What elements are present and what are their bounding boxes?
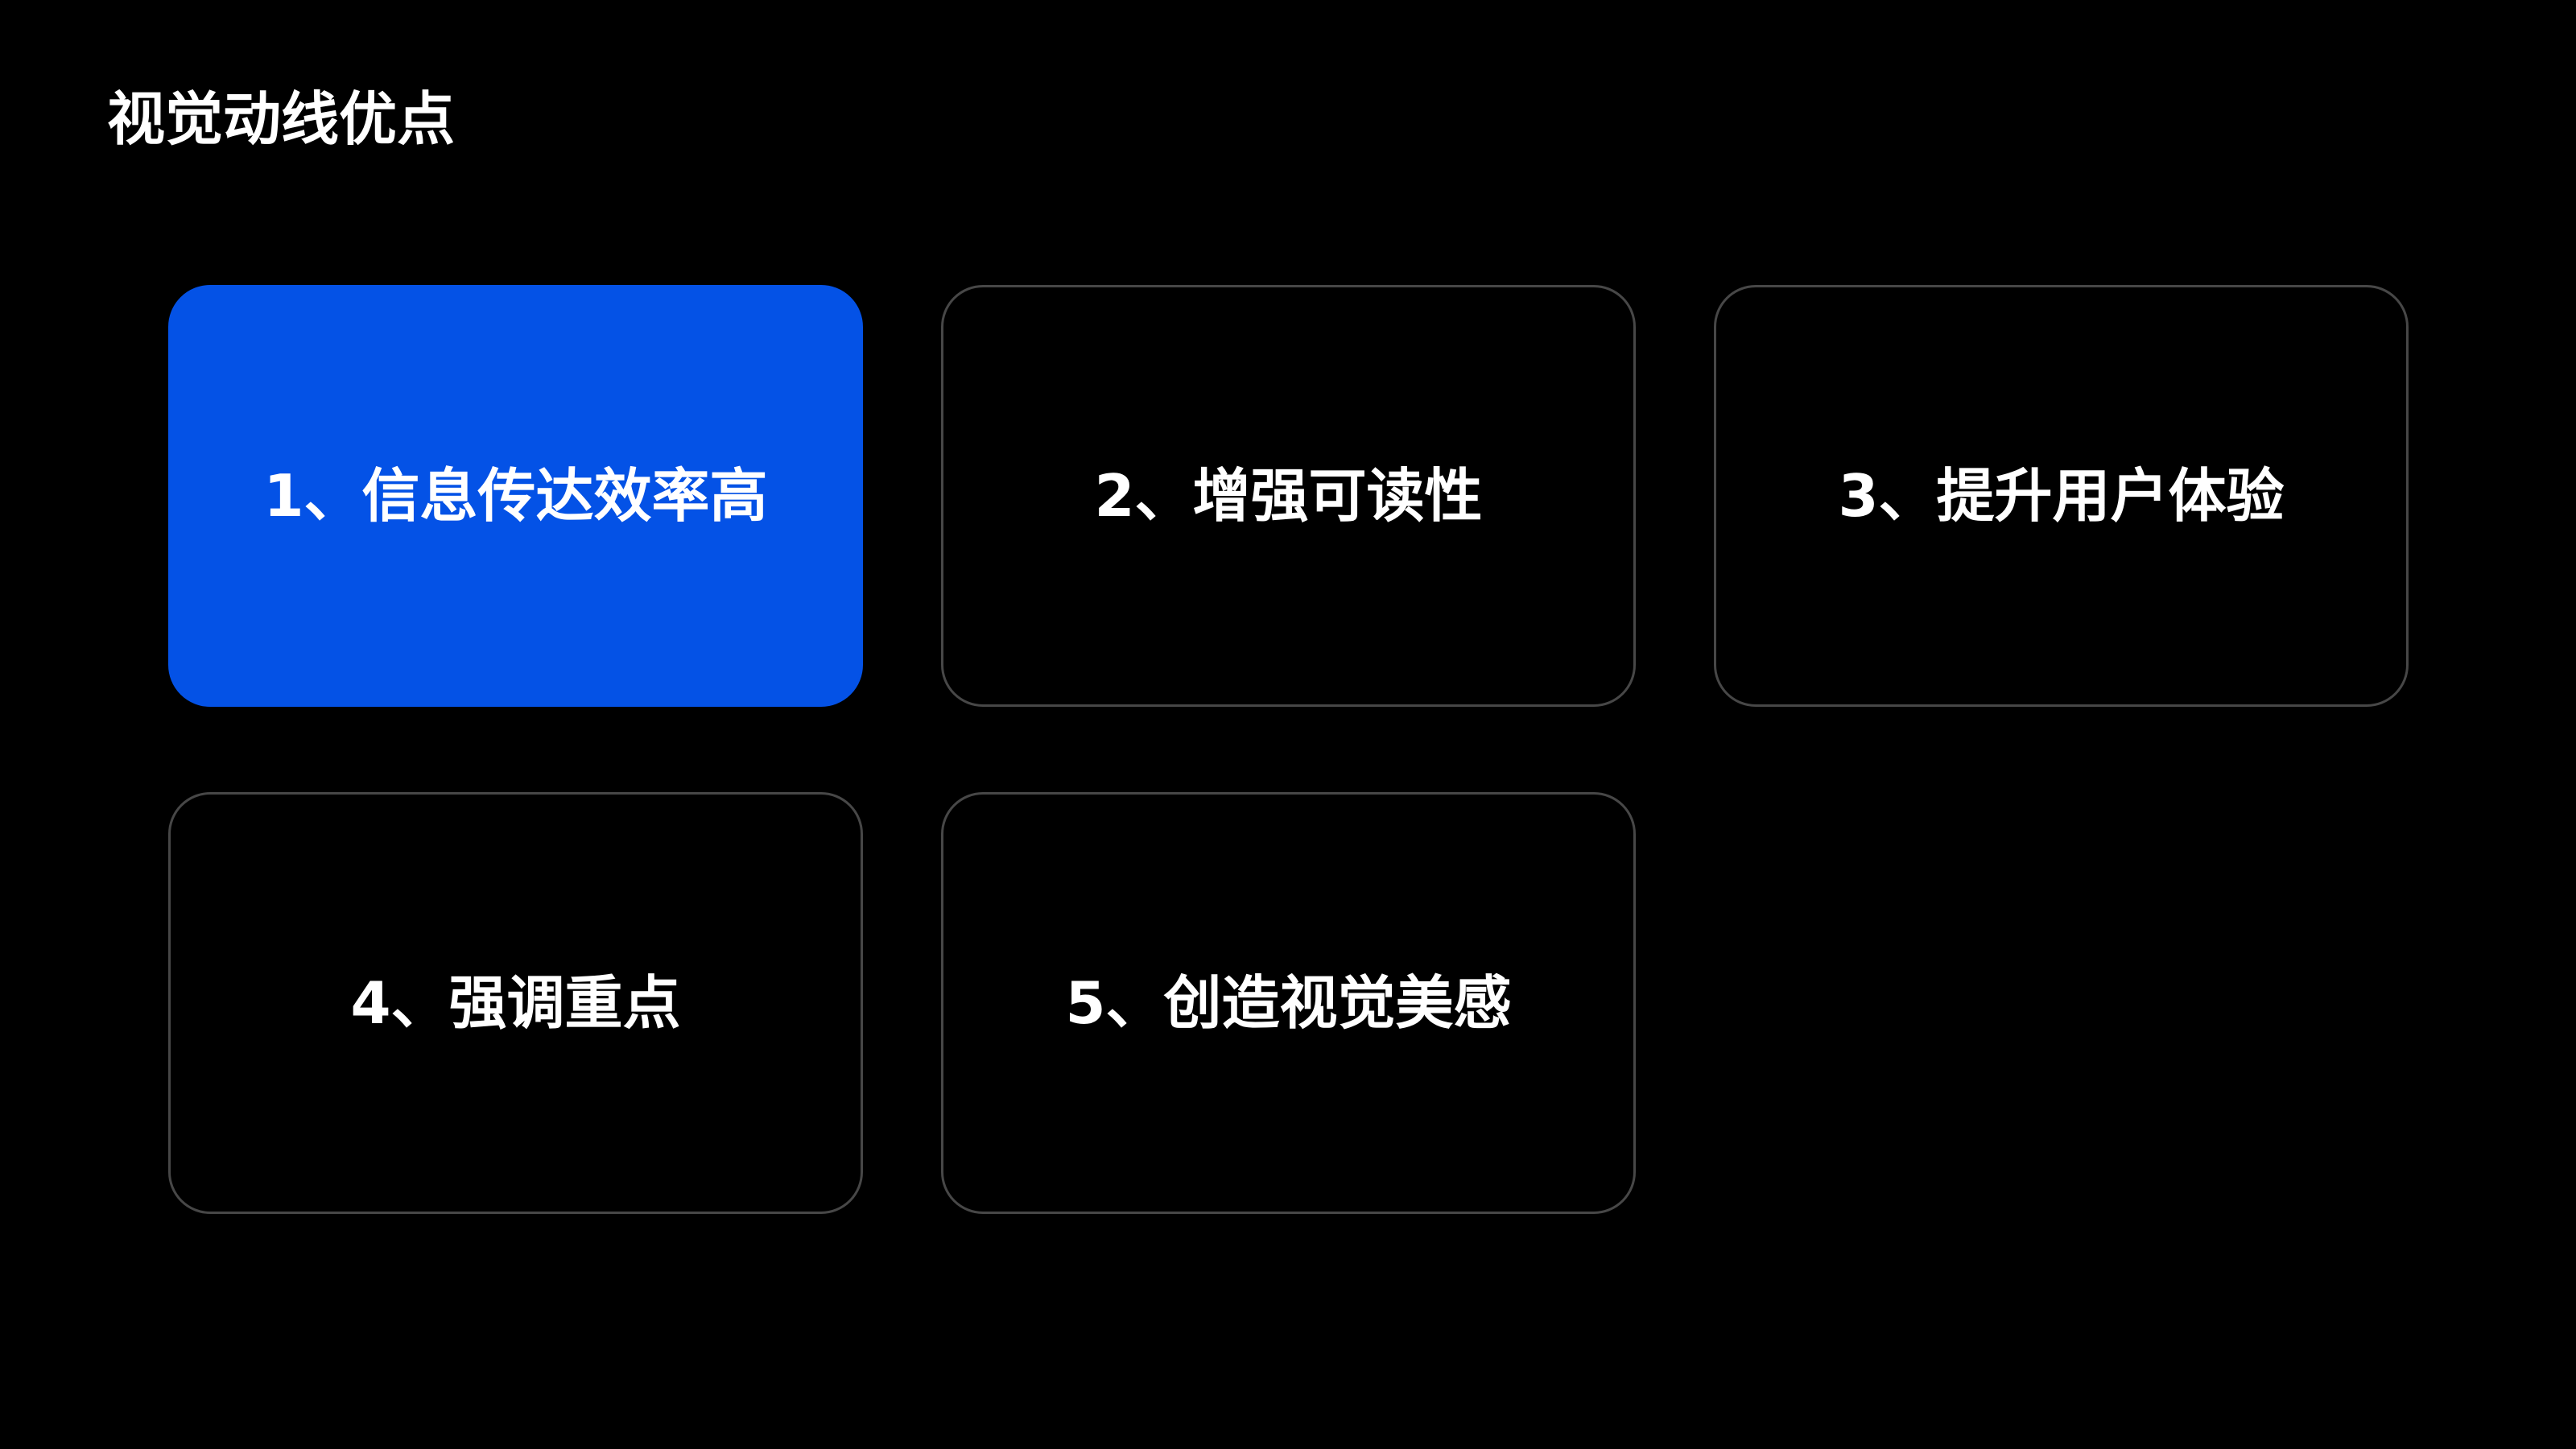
page-title: 视觉动线优点 xyxy=(107,85,456,153)
card-visual-beauty[interactable]: 5、创造视觉美感 xyxy=(941,792,1636,1214)
card-user-experience[interactable]: 3、提升用户体验 xyxy=(1714,285,2409,707)
card-label: 3、提升用户体验 xyxy=(1838,462,2285,530)
card-label: 1、信息传达效率高 xyxy=(263,462,768,530)
card-readability[interactable]: 2、增强可读性 xyxy=(941,285,1636,707)
card-label: 4、强调重点 xyxy=(350,969,681,1037)
card-label: 5、创造视觉美感 xyxy=(1065,969,1512,1037)
card-label: 2、增强可读性 xyxy=(1094,462,1483,530)
card-info-efficiency[interactable]: 1、信息传达效率高 xyxy=(168,285,863,707)
card-emphasis[interactable]: 4、强调重点 xyxy=(168,792,863,1214)
